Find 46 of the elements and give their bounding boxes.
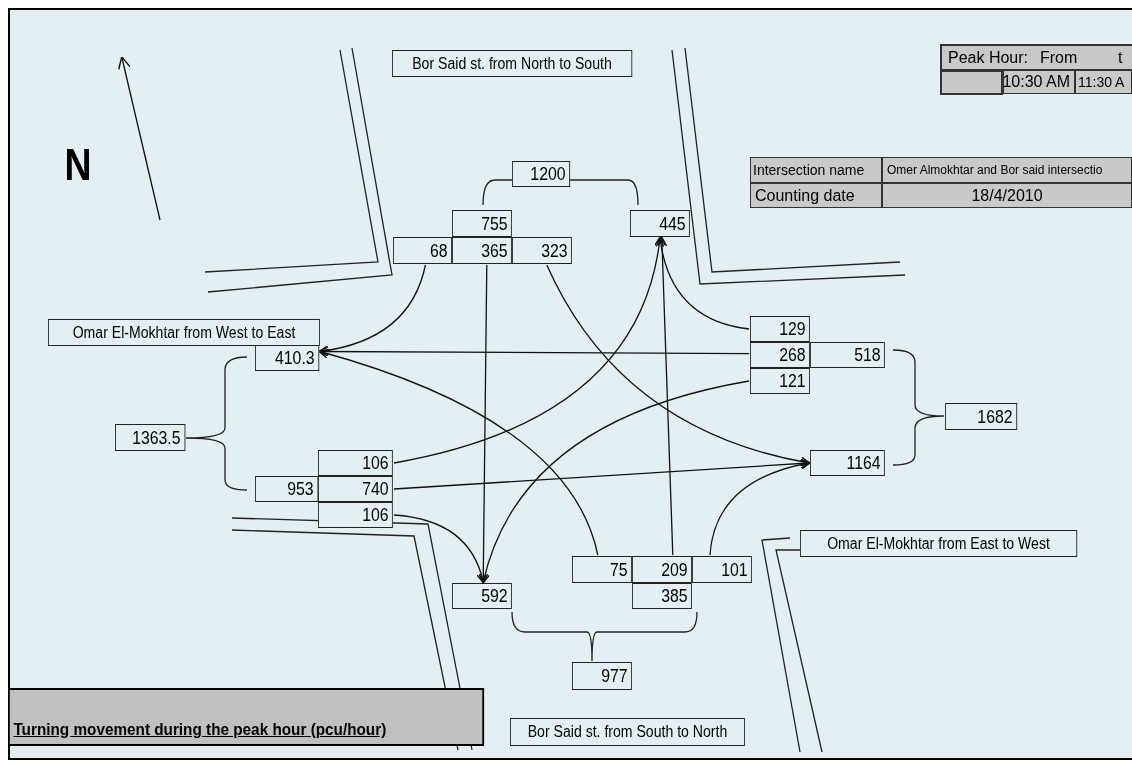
arrow xyxy=(709,459,811,556)
count-box: 75 xyxy=(572,556,632,583)
arrow xyxy=(656,236,674,556)
street-label-box: Omar El-Mokhtar from West to East xyxy=(48,319,320,346)
count-box: 740 xyxy=(318,476,393,502)
count-box: 385 xyxy=(632,583,692,609)
count-box: 518 xyxy=(810,342,885,368)
count-box: 445 xyxy=(630,210,690,237)
count-box: 365 xyxy=(452,237,512,264)
count-box: 209 xyxy=(632,556,692,583)
count-box: 323 xyxy=(512,237,572,264)
count-box: 977 xyxy=(572,662,632,690)
arrow xyxy=(480,380,750,584)
arrow xyxy=(393,236,664,464)
count-box: 106 xyxy=(318,502,393,528)
table-cell: Omer Almokhtar and Bor said intersectio xyxy=(882,157,1132,183)
table-cell: 18/4/2010 xyxy=(882,183,1132,208)
count-box: 129 xyxy=(750,316,810,342)
table-cell: Intersection name xyxy=(750,157,882,183)
count-box: 68 xyxy=(393,237,452,264)
count-box: 268 xyxy=(750,342,810,368)
table-cell: Counting date xyxy=(750,183,882,208)
arrow xyxy=(393,514,487,584)
north-label: N xyxy=(64,140,93,190)
arrow xyxy=(318,348,599,556)
arrow xyxy=(318,264,427,356)
table-cell: 10:30 AM xyxy=(1003,70,1075,94)
street-label-box: Bor Said st. from North to South xyxy=(392,50,632,77)
title-box: Turning movement during the peak hour (pcu/hour) xyxy=(8,688,484,746)
count-box: 410.3 xyxy=(255,345,319,371)
count-box: 755 xyxy=(452,210,512,237)
count-box: 106 xyxy=(318,450,393,476)
street-label-box: Omar El-Mokhtar from East to West xyxy=(800,530,1077,557)
table-cell: 11:30 A xyxy=(1075,70,1132,94)
count-box: 1200 xyxy=(512,161,570,187)
count-box: 953 xyxy=(255,476,318,502)
count-box: 121 xyxy=(750,368,810,394)
arrow xyxy=(546,264,811,467)
count-box: 101 xyxy=(692,556,752,583)
count-box: 1164 xyxy=(810,450,885,476)
street-label-box: Bor Said st. from South to North xyxy=(510,718,745,746)
table-text: From xyxy=(1040,48,1079,68)
count-box: 592 xyxy=(452,583,512,609)
count-box: 1682 xyxy=(945,403,1017,430)
count-box: 1363.5 xyxy=(115,424,185,451)
table-text: t xyxy=(1118,48,1124,68)
